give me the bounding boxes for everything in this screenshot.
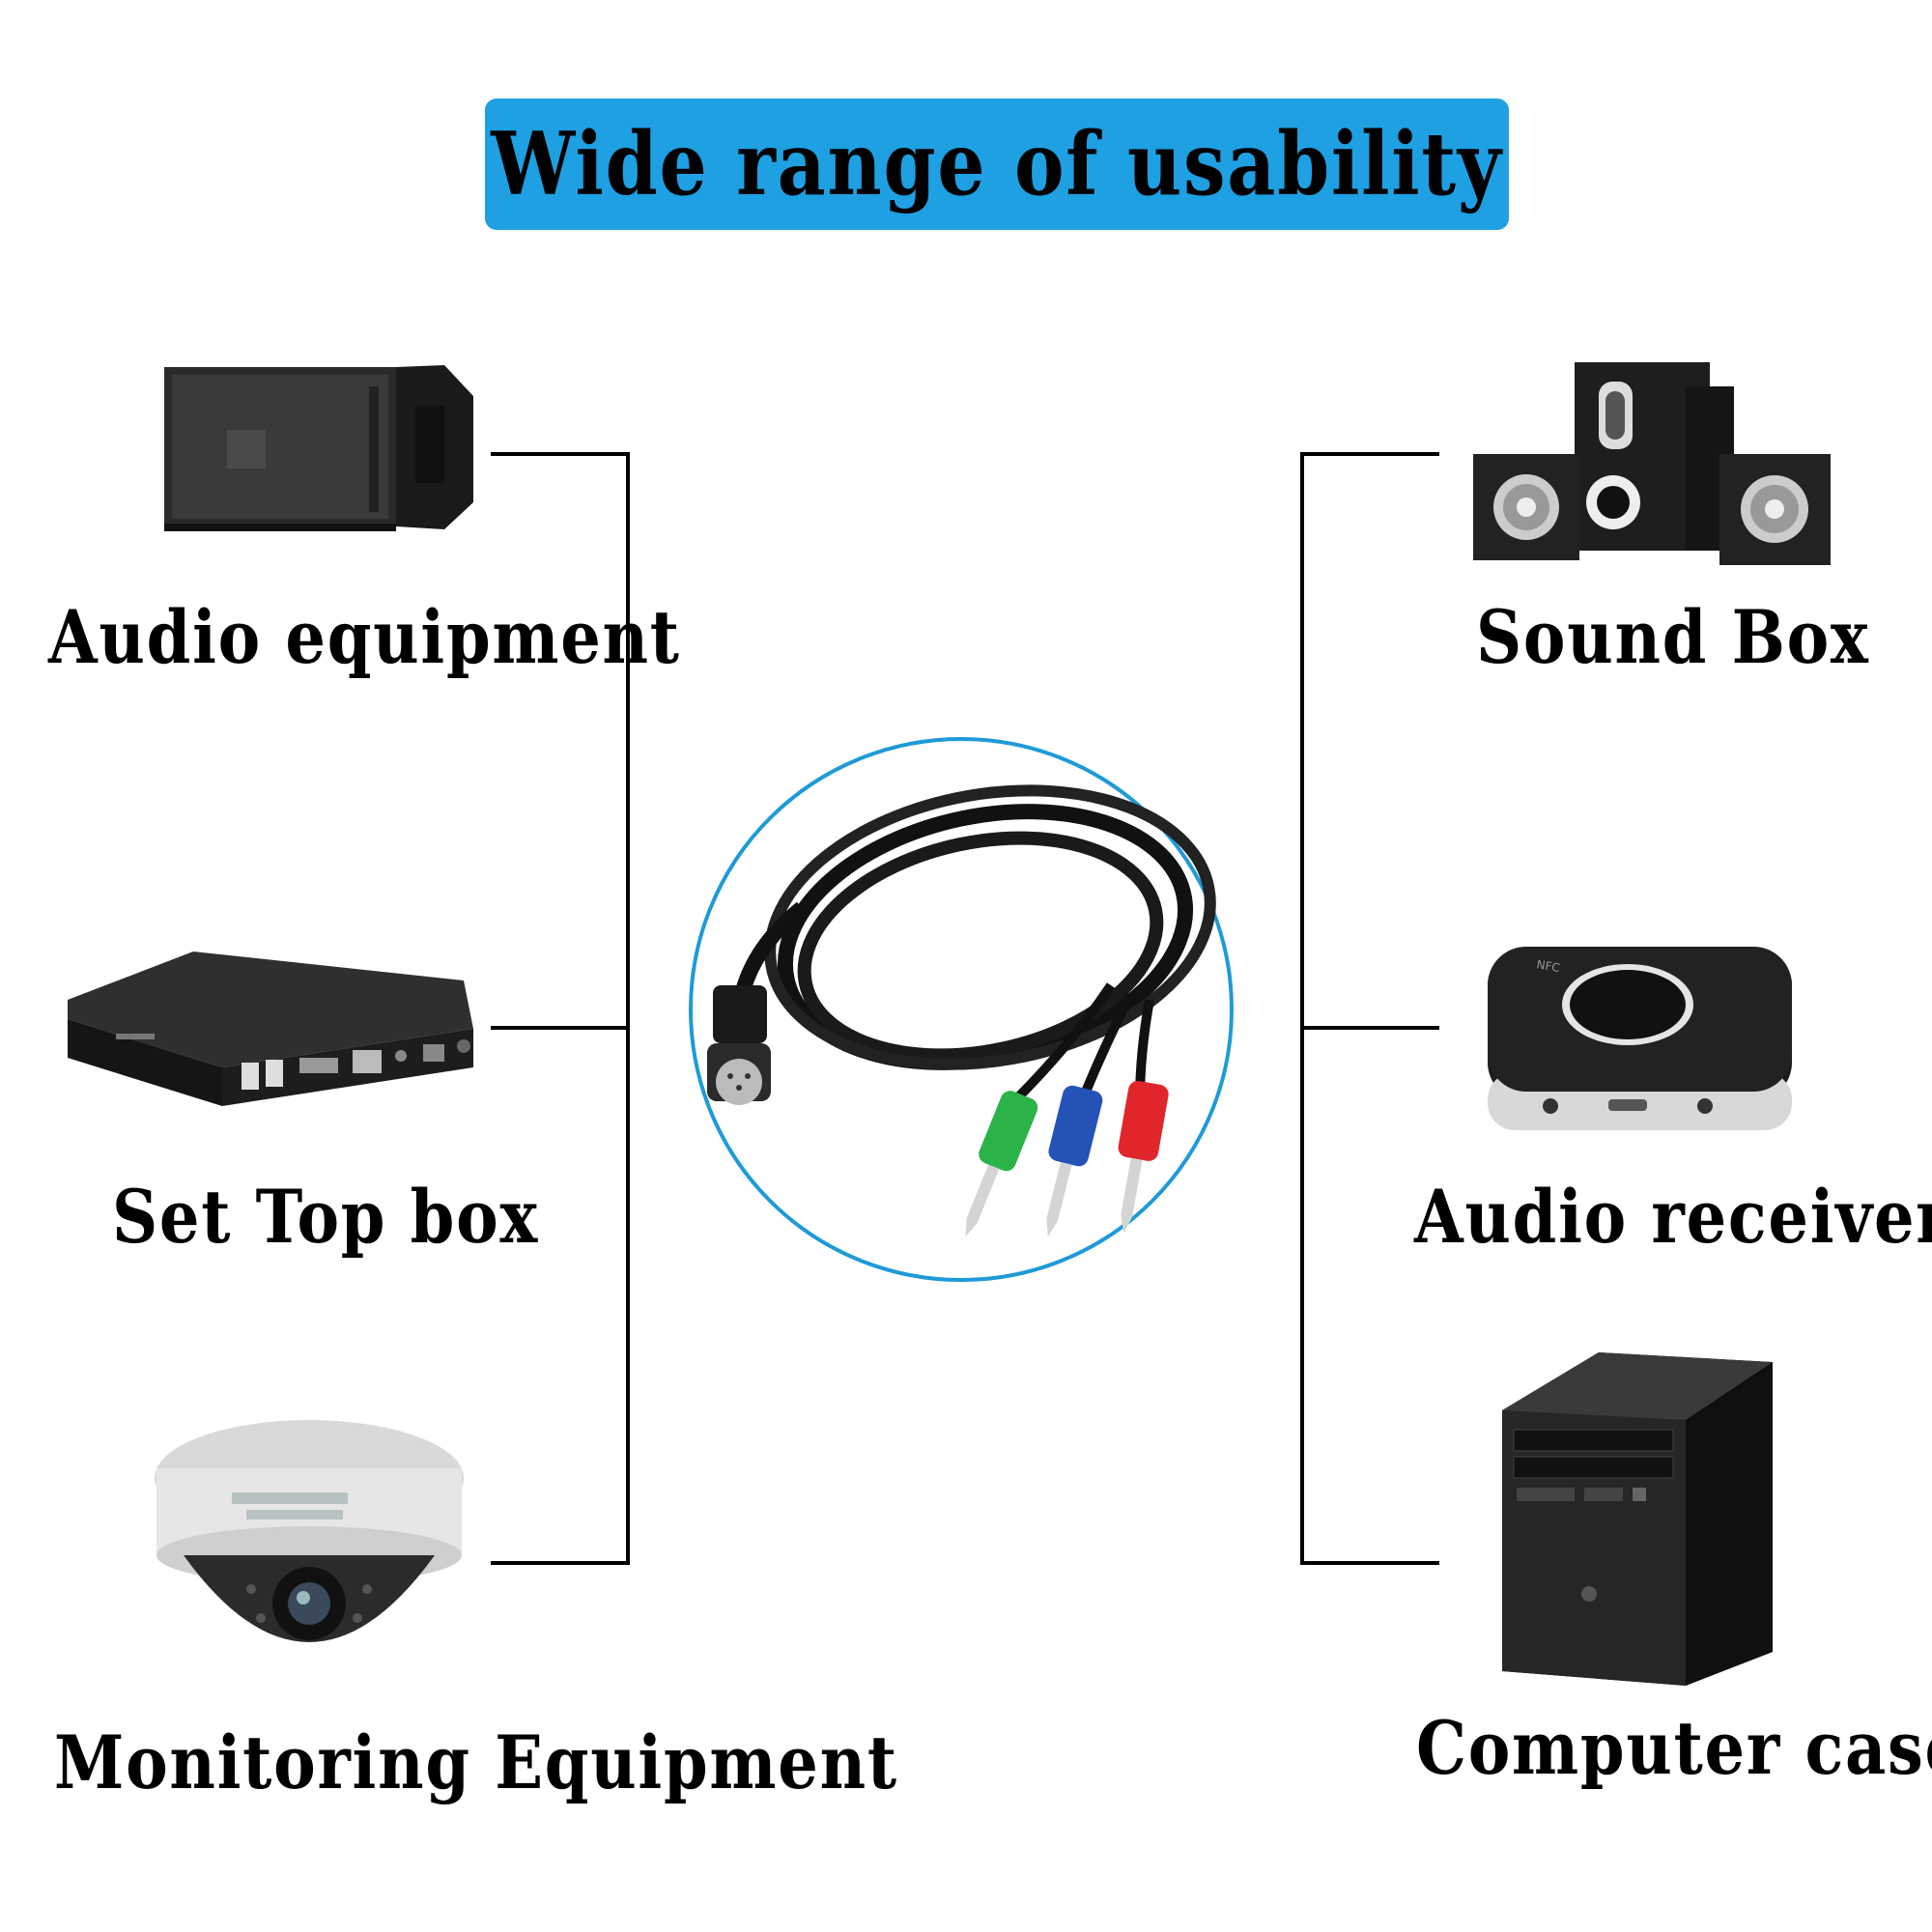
right-connector-middle <box>1300 1026 1439 1030</box>
label-sound-box: Sound Box <box>1476 594 1870 680</box>
label-audio-equipment: Audio equipment <box>48 594 681 680</box>
left-connector-middle <box>491 1026 630 1030</box>
line-array-speaker-icon <box>164 365 473 531</box>
label-set-top-box: Set Top box <box>112 1174 540 1260</box>
right-connector-top <box>1300 452 1439 456</box>
right-connector-bottom <box>1300 1561 1439 1565</box>
computer-tower-icon <box>1502 1352 1773 1686</box>
speaker-system-icon <box>1473 362 1831 565</box>
audio-receiver-icon: NFC <box>1488 947 1792 1130</box>
set-top-box-icon <box>68 952 473 1106</box>
label-audio-receiver: Audio receiver <box>1414 1174 1932 1260</box>
left-connector-bottom <box>491 1561 630 1565</box>
label-computer-case: Computer case <box>1416 1705 1932 1791</box>
title-banner: Wide range of usability <box>485 99 1509 230</box>
banner-title: Wide range of usability <box>491 113 1503 215</box>
left-connector-top <box>491 452 630 456</box>
minidin-to-3-5mm-cable-icon <box>707 784 1216 1237</box>
label-monitoring-equipment: Monitoring Equipment <box>54 1719 898 1805</box>
right-connector-vertical <box>1300 452 1304 1565</box>
dome-camera-icon <box>155 1420 464 1642</box>
left-connector-vertical <box>626 452 630 1565</box>
svg-text:NFC: NFC <box>1535 957 1560 975</box>
